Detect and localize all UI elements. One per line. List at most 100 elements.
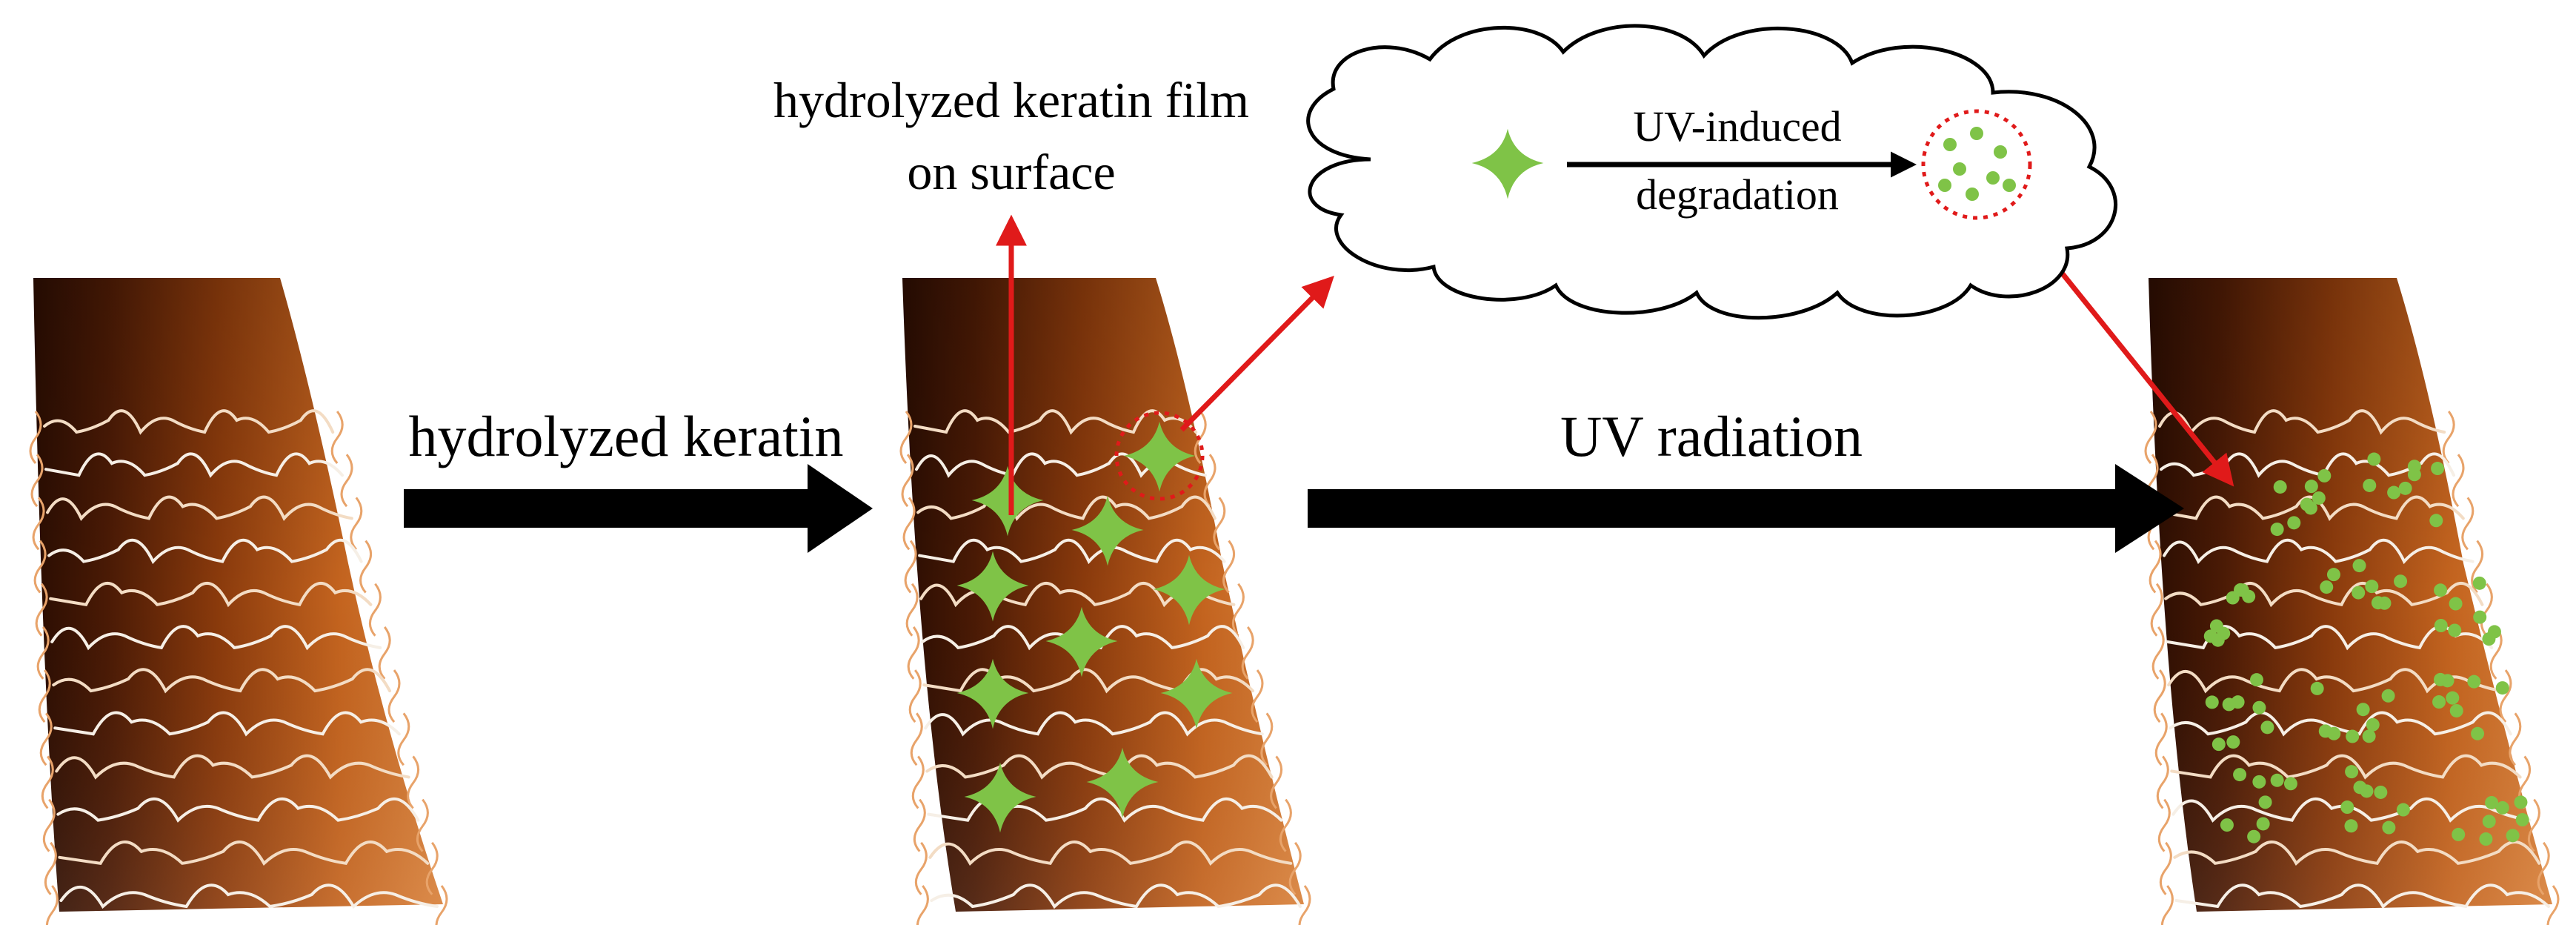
cuticle-edge-fringe bbox=[387, 669, 401, 723]
cuticle-edge-fringe bbox=[910, 712, 923, 766]
cuticle-edge-fringe bbox=[907, 626, 920, 680]
degraded-fragment-dot bbox=[2433, 672, 2447, 686]
cuticle-edge-fringe bbox=[2157, 798, 2171, 852]
degraded-fragment-dot bbox=[2211, 737, 2226, 752]
degraded-fragment-dot bbox=[2407, 468, 2421, 482]
degraded-fragment-dot bbox=[2487, 625, 2501, 639]
degraded-fragment-dot bbox=[2495, 681, 2509, 695]
degraded-fragment-dot bbox=[2429, 514, 2443, 528]
degraded-fragment-dot bbox=[2398, 481, 2412, 495]
cuticle-edge-fringe bbox=[2442, 411, 2455, 464]
cuticle-edge-fringe bbox=[2471, 540, 2484, 594]
cuticle-edge-fringe bbox=[2156, 755, 2169, 809]
cuticle-edge-fringe bbox=[42, 798, 56, 852]
degraded-fragment-dot bbox=[2382, 820, 2396, 835]
degraded-fragments bbox=[2203, 452, 2529, 846]
cuticle-edge-fringe bbox=[330, 411, 344, 464]
cuticle-edge-fringe bbox=[1260, 712, 1274, 766]
cuticle-edge-fringe bbox=[2499, 669, 2512, 723]
degraded-fragment-dot bbox=[2252, 775, 2266, 789]
degraded-fragment-dot bbox=[2482, 815, 2496, 829]
cuticle-scales bbox=[2144, 409, 2560, 925]
degraded-fragment-dot bbox=[2363, 478, 2377, 492]
cuticle-edge-fringe bbox=[1279, 798, 1292, 852]
film-callout-label-line2: on surface bbox=[907, 144, 1115, 200]
degraded-fragment-dot bbox=[2252, 700, 2266, 715]
cuticle-edge-fringe bbox=[916, 885, 929, 925]
cuticle-scale-line bbox=[49, 582, 373, 608]
cuticle-edge-fringe bbox=[2154, 712, 2168, 766]
degraded-fragment-dot bbox=[2514, 795, 2528, 809]
cuticle-scale-line bbox=[43, 409, 335, 435]
cuticle-edge-fringe bbox=[35, 583, 48, 637]
degraded-fragment-dot bbox=[2434, 583, 2448, 597]
degraded-fragment-dot bbox=[2374, 785, 2388, 799]
cuticle-scale-line bbox=[924, 711, 1264, 737]
degraded-fragment-dot bbox=[2340, 800, 2354, 815]
hair-strand-coated bbox=[899, 278, 1311, 925]
cuticle-edge-fringe bbox=[1222, 540, 1236, 594]
degraded-fragment-dot bbox=[2495, 800, 2509, 815]
cuticle-edge-fringe bbox=[901, 454, 914, 508]
cuticle-edge-fringe bbox=[2537, 841, 2550, 895]
cloud-outline bbox=[1306, 24, 2118, 320]
cuticle-scale-line bbox=[928, 841, 1293, 866]
cuticle-scale-line bbox=[930, 883, 1302, 909]
cuticle-edge-fringe bbox=[904, 540, 917, 594]
cuticle-edge-fringe bbox=[340, 454, 353, 508]
cuticle-edge-fringe bbox=[44, 841, 57, 895]
degraded-fragment-dot bbox=[2371, 596, 2385, 610]
degraded-fragment-dot bbox=[2432, 695, 2446, 709]
degraded-fragment-dot bbox=[2273, 480, 2287, 494]
cuticle-scale-line bbox=[59, 883, 439, 909]
cuticle-edge-fringe bbox=[1288, 841, 1302, 895]
cuticle-scale-line bbox=[916, 495, 1217, 522]
cuticle-scales bbox=[29, 409, 448, 925]
degraded-fragment-dot bbox=[2356, 703, 2370, 717]
cuticle-edge-fringe bbox=[425, 841, 439, 895]
degraded-fragment-dot bbox=[2365, 580, 2379, 594]
degraded-fragment-dot bbox=[2479, 832, 2493, 846]
process-arrow-1 bbox=[404, 464, 873, 553]
zoom-callout-arrow bbox=[1179, 276, 1334, 432]
cloud-label-line2: degradation bbox=[1636, 170, 1839, 219]
cuticle-scale-line bbox=[44, 452, 344, 478]
cuticle-edge-fringe bbox=[1270, 755, 1283, 809]
degraded-fragment-dot bbox=[2446, 691, 2460, 705]
cuticle-edge-fringe bbox=[2509, 712, 2522, 766]
cuticle-scale-line bbox=[2163, 538, 2475, 565]
cuticle-edge-fringe bbox=[2153, 669, 2166, 723]
degraded-fragment-dot bbox=[2448, 623, 2462, 637]
degraded-fragment-dot bbox=[2467, 674, 2481, 689]
degraded-fragment-dot bbox=[2226, 591, 2240, 605]
degraded-fragment-dot bbox=[2485, 795, 2499, 809]
degraded-fragment-dot bbox=[2387, 485, 2401, 500]
cuticle-scale-line bbox=[2164, 582, 2484, 608]
cuticle-edge-fringe bbox=[39, 712, 53, 766]
degraded-fragment-dot bbox=[2344, 819, 2358, 833]
cuticle-edge-fringe bbox=[397, 712, 410, 766]
degraded-fragment-dot bbox=[2260, 720, 2274, 735]
degraded-fragment-dot bbox=[2220, 818, 2234, 832]
cuticle-scale-line bbox=[2173, 841, 2541, 866]
cuticle-scales bbox=[899, 409, 1311, 925]
step2-treatment-label: UV radiation bbox=[1560, 404, 1863, 468]
cuticle-edge-fringe bbox=[45, 885, 59, 925]
cuticle-edge-fringe bbox=[2150, 583, 2163, 637]
cuticle-edge-fringe bbox=[2461, 497, 2475, 551]
process-arrow-2 bbox=[1308, 464, 2184, 553]
cuticle-edge-fringe bbox=[1241, 626, 1254, 680]
cuticle-scale-line bbox=[55, 754, 410, 780]
highlight-circle bbox=[1114, 411, 1205, 501]
cuticle-edge-fringe bbox=[914, 841, 928, 895]
degraded-fragment-dot bbox=[2367, 452, 2381, 466]
degraded-fragment-dot bbox=[2203, 629, 2217, 643]
cuticle-edge-fringe bbox=[1213, 497, 1226, 551]
cuticle-scale-line bbox=[52, 668, 391, 694]
cuticle-edge-fringe bbox=[902, 497, 916, 551]
cuticle-edge-fringe bbox=[1298, 885, 1311, 925]
cuticle-scale-line bbox=[56, 797, 420, 823]
cuticle-scale-line bbox=[913, 409, 1198, 435]
degraded-fragment-dot bbox=[2352, 586, 2366, 600]
